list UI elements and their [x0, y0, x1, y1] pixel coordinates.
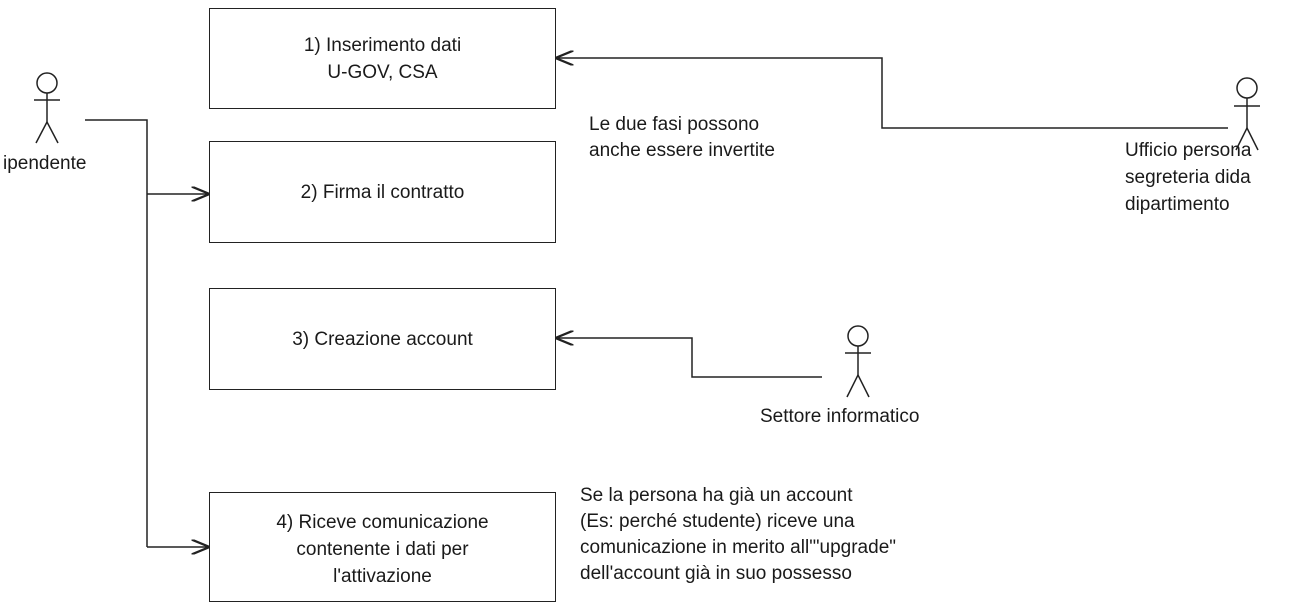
step-2-label: 2) Firma il contratto — [300, 181, 465, 203]
step-1-box: 1) Inserimento dati U-GOV, CSA — [209, 8, 556, 109]
step-4-line-2: contenente i dati per — [296, 539, 469, 560]
step-2-box: 2) Firma il contratto — [209, 141, 556, 243]
actor-right-figure — [1234, 77, 1260, 151]
actor-middle-label: Settore informatico — [760, 406, 920, 427]
step-3-label: 3) Creazione account — [292, 328, 473, 350]
actor-right-line-2: segreteria dida — [1125, 167, 1251, 188]
step-1-line-1: 1) Inserimento dati — [303, 34, 462, 56]
actor-right-line-3: dipartimento — [1125, 194, 1230, 215]
step-1-line-2: U-GOV, CSA — [327, 61, 438, 83]
note-swap-phases: Le due fasi possono anche essere inverti… — [589, 112, 775, 164]
actor-right-label: Ufficio persona segreteria dida dipartim… — [1125, 137, 1300, 218]
actor-middle-figure — [845, 325, 871, 398]
note-upgrade-line-3: comunicazione in merito all'"upgrade" — [580, 537, 897, 558]
actor-left-label: ipendente — [3, 153, 87, 174]
arrow-to-step-1 — [557, 58, 1228, 129]
note-upgrade-line-4: dell'account già in suo possesso — [580, 563, 852, 584]
step-4-box: 4) Riceve comunicazione contenente i dat… — [209, 492, 556, 602]
note-upgrade-line-1: Se la persona ha già un account — [580, 485, 853, 506]
step-4-line-3: l'attivazione — [333, 566, 432, 587]
step-4-line-1: 4) Riceve comunicazione — [276, 512, 489, 533]
step-3-box: 3) Creazione account — [209, 288, 556, 390]
actor-left-figure — [34, 72, 60, 144]
note-swap-line-2: anche essere invertite — [589, 140, 775, 161]
note-upgrade: Se la persona ha già un account (Es: per… — [580, 483, 896, 587]
note-swap-line-1: Le due fasi possono — [589, 114, 760, 135]
arrow-to-step-3 — [557, 338, 822, 378]
actor-right-line-1: Ufficio persona — [1125, 140, 1252, 161]
connector-left-trunk — [85, 119, 148, 547]
note-upgrade-line-2: (Es: perché studente) riceve una — [580, 511, 855, 532]
